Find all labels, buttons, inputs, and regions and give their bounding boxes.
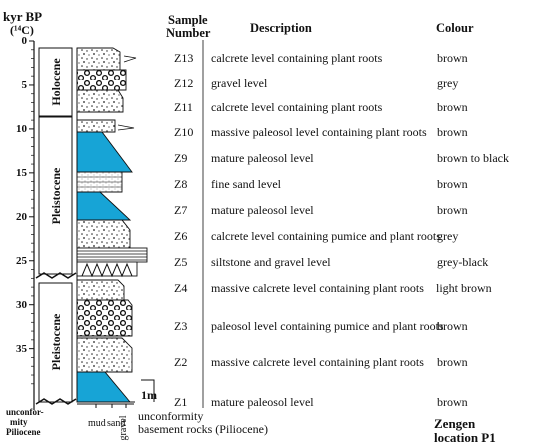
sample-colour: light brown <box>436 281 492 295</box>
sample-id: Z11 <box>174 100 193 114</box>
layer-z6 <box>76 219 131 249</box>
unconformity-small-1: unconfor- <box>6 407 44 417</box>
unconformity-small-2: mity <box>10 417 28 427</box>
sample-colour: brown <box>437 203 468 217</box>
sample-description: mature paleosol level <box>211 203 314 217</box>
sample-id: Z3 <box>174 319 188 333</box>
sample-id: Z9 <box>174 151 188 165</box>
sample-colour: brown <box>437 355 468 369</box>
layer-z13 <box>76 47 121 71</box>
grain-label-sand: sand <box>107 418 126 429</box>
sample-id: Z2 <box>174 355 188 369</box>
layer-z5 <box>76 247 148 278</box>
sample-id: Z6 <box>174 229 188 243</box>
sample-description: mature paleosol level <box>211 395 314 409</box>
sample-id: Z8 <box>174 177 188 191</box>
layer-z3 <box>76 299 133 337</box>
depth-tick-label: 25 <box>16 254 27 267</box>
layer-z11 <box>76 89 124 113</box>
lithology-column <box>76 47 148 403</box>
sample-colour: brown <box>437 100 468 114</box>
sample-description: siltstone and gravel level <box>211 255 331 269</box>
sample-colour: brown <box>437 319 468 333</box>
header-description: Description <box>250 21 312 35</box>
epoch-box-holocene <box>38 47 73 117</box>
sample-id: Z10 <box>174 125 194 139</box>
sample-id: Z7 <box>174 203 188 217</box>
unconformity-small-3: Piliocene <box>6 427 41 437</box>
basement-label: basement rocks (Piliocene) <box>138 422 268 436</box>
header-colour: Colour <box>436 21 474 35</box>
header-sample: Sample <box>168 13 208 27</box>
layer-z9 <box>76 131 133 173</box>
depth-tick-label: 30 <box>16 298 27 311</box>
sample-description: calcrete level containing plant roots <box>211 100 383 114</box>
depth-tick-label: 15 <box>16 166 27 179</box>
layer-z4 <box>76 279 125 301</box>
epoch-box-pleistocene-lower <box>38 282 73 403</box>
sample-description: massive calcrete level containing plant … <box>211 355 424 369</box>
layer-z1 <box>76 371 131 403</box>
grain-label-mud: mud <box>88 418 106 429</box>
layer-z12 <box>76 69 127 91</box>
sample-colour: grey <box>437 76 459 90</box>
axis-title-kyr: kyr BP <box>3 9 43 24</box>
unconformity-zigzag-lower <box>35 398 77 405</box>
sample-colour: grey <box>437 229 459 243</box>
epoch-label-holocene: Holocene <box>49 58 63 106</box>
depth-tick-label: 20 <box>16 210 27 223</box>
layer-z7 <box>76 191 132 221</box>
sample-id: Z4 <box>174 281 188 295</box>
depth-axis-ticks <box>29 40 34 385</box>
epoch-label-pleistocene-upper: Pleistocene <box>49 167 63 225</box>
sample-description: calcrete level containing plant roots <box>211 51 383 65</box>
layer-z2 <box>76 337 133 373</box>
sample-description: massive calcrete level containing plant … <box>211 281 424 295</box>
sample-colour: brown to black <box>437 151 509 165</box>
sample-description: paleosol level containing pumice and pla… <box>211 319 444 333</box>
sample-colour: brown <box>437 51 468 65</box>
header-number: Number <box>166 26 211 40</box>
depth-tick-label: 35 <box>16 342 27 355</box>
depth-tick-label: 0 <box>21 35 28 47</box>
sample-colour: brown <box>437 395 468 409</box>
sample-id: Z13 <box>174 51 194 65</box>
sample-description: calcrete level containing pumice and pla… <box>211 229 441 243</box>
sample-description: gravel level <box>211 76 268 90</box>
location-line2: location P1 <box>434 430 496 445</box>
unconformity-label: unconformity <box>138 409 204 423</box>
scale-label: 1m <box>141 388 157 402</box>
scale-bar <box>141 379 155 402</box>
epoch-box-pleistocene-upper <box>38 116 73 275</box>
layer-z10 <box>76 119 116 133</box>
sample-id: Z5 <box>174 255 188 269</box>
depth-tick-label: 10 <box>16 122 27 135</box>
sample-id: Z12 <box>174 76 194 90</box>
epoch-label-pleistocene-lower: Pleistocene <box>49 313 63 371</box>
sample-description: mature paleosol level <box>211 151 314 165</box>
sample-colour: brown <box>437 125 468 139</box>
unconformity-zigzag-upper <box>35 272 77 279</box>
location-line1: Zengen <box>434 416 476 431</box>
sample-colour: brown <box>437 177 468 191</box>
sample-description: massive paleosol level containing plant … <box>211 125 427 139</box>
sample-id: Z1 <box>174 395 188 409</box>
depth-tick-label: 5 <box>21 78 28 91</box>
grain-label-gravel: gravel <box>118 415 129 441</box>
sample-description: fine sand level <box>211 177 281 191</box>
axis-title-14c: (¹⁴C) <box>10 23 34 37</box>
sample-colour: grey-black <box>437 255 489 269</box>
